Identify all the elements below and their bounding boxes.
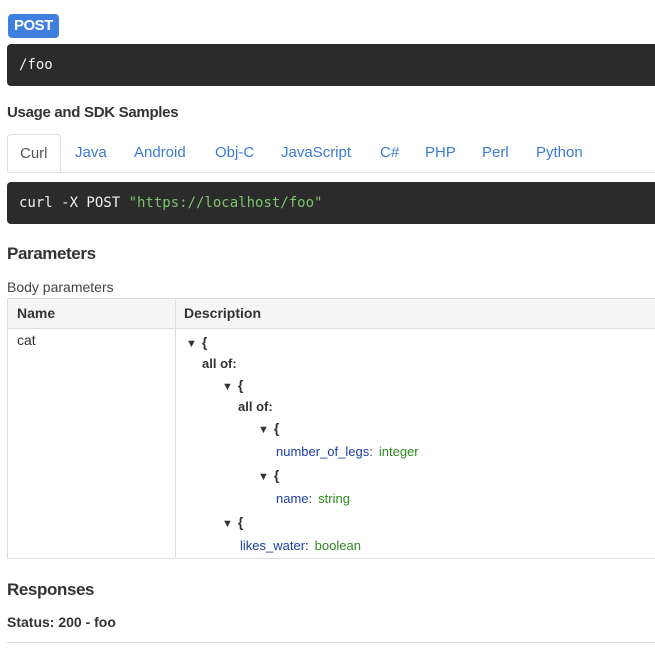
http-method-badge: POST (8, 14, 59, 38)
column-header-description: Description (184, 305, 262, 321)
collapse-triangle-icon[interactable]: ▼ (222, 381, 233, 393)
property-name: likes_water (240, 538, 306, 553)
tab-python[interactable]: Python (536, 144, 583, 161)
endpoint-path: /foo (19, 57, 53, 73)
response-status: Status: 200 - foo (7, 614, 116, 630)
responses-heading: Responses (7, 580, 95, 599)
parameters-heading: Parameters (7, 244, 96, 263)
tab-csharp[interactable]: C# (380, 144, 400, 161)
body-parameters-subheading: Body parameters (7, 279, 114, 295)
collapse-triangle-icon[interactable]: ▼ (258, 471, 269, 483)
curl-command: curl -X POST (19, 195, 129, 211)
open-brace: { (273, 467, 280, 483)
endpoint-path-block: /foo (7, 44, 655, 86)
collapse-triangle-icon[interactable]: ▼ (222, 518, 233, 530)
collapse-triangle-icon[interactable]: ▼ (186, 338, 197, 350)
property-type: integer (378, 444, 419, 459)
open-brace: { (237, 377, 244, 393)
sdk-samples-heading: Usage and SDK Samples (7, 104, 179, 121)
curl-sample-code: curl -X POST "https://localhost/foo" (7, 182, 655, 224)
open-brace: { (237, 514, 244, 530)
tab-android[interactable]: Android (134, 144, 186, 161)
property-name: name (276, 491, 309, 506)
property-type: boolean (314, 538, 361, 553)
property-name: number_of_legs (276, 444, 370, 459)
open-brace: { (273, 420, 280, 436)
property-row: likes_water:boolean (240, 538, 361, 553)
schema-root-node[interactable]: ▼{ (186, 333, 207, 353)
tab-perl[interactable]: Perl (482, 144, 509, 161)
param-name-cell: cat (17, 332, 36, 348)
schema-node-name[interactable]: ▼{ (258, 466, 279, 486)
tab-java[interactable]: Java (75, 144, 107, 161)
column-header-name: Name (17, 305, 56, 321)
schema-allof-node-1[interactable]: ▼{ (222, 376, 243, 396)
divider (7, 642, 655, 643)
schema-allof-node-2[interactable]: ▼{ (222, 513, 243, 533)
body-parameters-table: Name Description cat ▼{ all of: ▼{ all o… (7, 298, 655, 559)
property-type: string (318, 491, 350, 506)
property-row: number_of_legs:integer (276, 444, 419, 459)
table-header-row: Name Description (8, 299, 655, 329)
curl-url-string: "https://localhost/foo" (128, 195, 323, 211)
sdk-tabs: Curl Java Android Obj-C JavaScript C# PH… (7, 134, 655, 173)
collapse-triangle-icon[interactable]: ▼ (258, 424, 269, 436)
tab-php[interactable]: PHP (425, 144, 456, 161)
all-of-label: all of: (238, 399, 273, 414)
tab-javascript[interactable]: JavaScript (281, 144, 352, 161)
tab-curl[interactable]: Curl (7, 134, 61, 172)
property-row: name:string (276, 491, 350, 506)
schema-node-legs[interactable]: ▼{ (258, 419, 279, 439)
all-of-label: all of: (202, 356, 237, 371)
tab-objc[interactable]: Obj-C (215, 144, 255, 161)
column-divider (175, 299, 176, 558)
open-brace: { (201, 334, 208, 350)
